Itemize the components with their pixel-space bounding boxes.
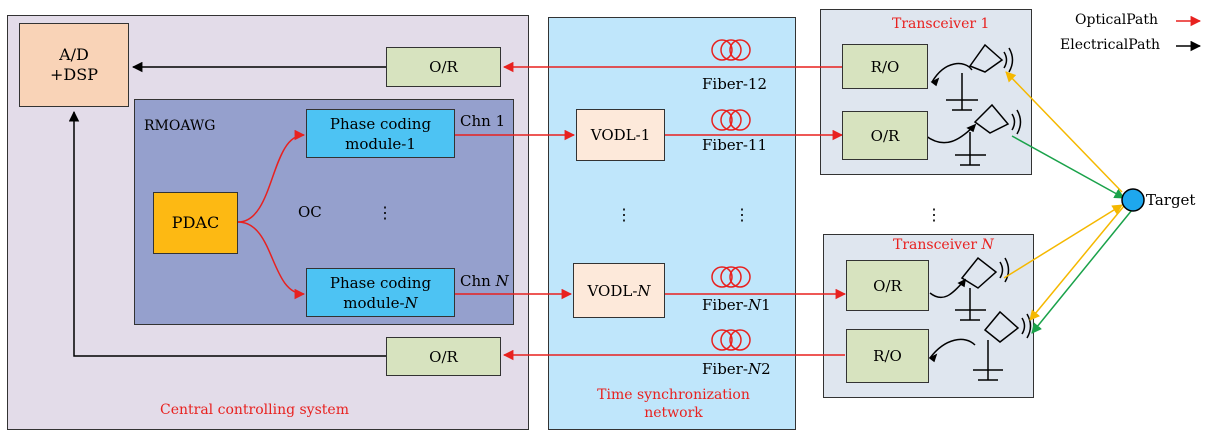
transceiver-1-ro-label: R/O	[870, 57, 900, 76]
fiber-coil-12	[711, 39, 751, 61]
timesync-label-line2: network	[644, 405, 703, 421]
fiber-coil-n2	[711, 329, 751, 351]
fiber-coil-n1	[711, 266, 751, 288]
transceiver-between-dots: ⋮	[926, 205, 942, 224]
pcn-line1: Phase coding	[329, 273, 432, 292]
tx-beam-1	[1011, 135, 1125, 199]
phase-coding-module-n: Phase coding module-N	[306, 268, 455, 317]
oc-label: OC	[298, 203, 322, 221]
ad-label: A/D	[59, 45, 89, 64]
rx-beam-1	[1005, 71, 1123, 193]
transceiver-n-ro-box: R/O	[846, 329, 929, 383]
antenna-tx-1	[925, 103, 1022, 166]
or-top-label: O/R	[429, 58, 458, 76]
transceiver-n-ro-label: R/O	[873, 347, 902, 365]
pc1-line1: Phase coding	[329, 114, 432, 133]
pdac-to-pc1-path	[237, 129, 306, 223]
timesync-label: Time synchronization network	[581, 386, 766, 422]
fiber-11-label: Fiber-11	[702, 136, 768, 154]
vodl-1-box: VODL-1	[576, 109, 665, 161]
pdac-to-pcn-path	[237, 221, 306, 300]
rmoawg-dots: ⋮	[377, 203, 393, 222]
ad-dsp-box: A/D +DSP	[19, 23, 129, 107]
timesync-dots-right: ⋮	[734, 205, 750, 224]
vodl-n-box: VODL-N	[573, 263, 665, 318]
timesync-label-line1: Time synchronization	[597, 387, 750, 403]
transceiver-1-or-box: O/R	[842, 111, 928, 160]
chn-1-label: Chn 1	[460, 112, 506, 130]
pc1-line2: module-1	[345, 134, 416, 153]
or-top-box: O/R	[386, 47, 501, 87]
or-bottom-to-ad-wire	[68, 110, 386, 357]
chn-n-label: Chn N	[460, 272, 509, 290]
fiber-coil-11	[711, 109, 751, 131]
dsp-label: +DSP	[50, 65, 98, 84]
transceiver-1-ro-box: R/O	[842, 44, 928, 89]
rx-beam-n-yellow	[1029, 205, 1125, 321]
transceiver-n-or-label: O/R	[873, 276, 902, 295]
transceiver-1-label: Transceiver 1	[892, 16, 990, 32]
antenna-rx-1	[930, 43, 1014, 111]
fiber-12-label: Fiber-12	[702, 75, 768, 93]
vodl-1-label: VODL-1	[590, 126, 651, 144]
transceiver-n-label: Transceiver N	[893, 237, 994, 253]
rmoawg-label: RMOAWG	[144, 118, 216, 134]
phase-coding-module-1: Phase coding module-1	[306, 109, 455, 158]
or-bottom-label: O/R	[429, 347, 458, 366]
target-circle	[1121, 188, 1145, 212]
fiber-n2-label: Fiber-N2	[702, 360, 771, 378]
timesync-dots-left: ⋮	[616, 205, 632, 224]
tx-beam-n	[1003, 204, 1123, 279]
transceiver-1-or-label: O/R	[870, 126, 900, 145]
legend-electrical-label: ElectricalPath	[1060, 37, 1161, 53]
legend-optical-label: OpticalPath	[1075, 12, 1158, 28]
antenna-tx-n	[929, 256, 1010, 321]
target-label: Target	[1146, 191, 1196, 209]
transceiver-n-or-box: O/R	[846, 260, 929, 311]
pcn-line2: module-N	[343, 293, 418, 312]
vodl-n-label: VODL-N	[587, 281, 651, 300]
rx-beam-n-green	[1031, 209, 1133, 334]
or-bottom-box: O/R	[386, 337, 501, 376]
central-system-label: Central controlling system	[160, 402, 349, 418]
pdac-label: PDAC	[171, 213, 220, 232]
antenna-rx-n	[928, 310, 1032, 381]
pdac-box: PDAC	[153, 192, 238, 254]
fiber-n1-label: Fiber-N1	[702, 296, 771, 314]
